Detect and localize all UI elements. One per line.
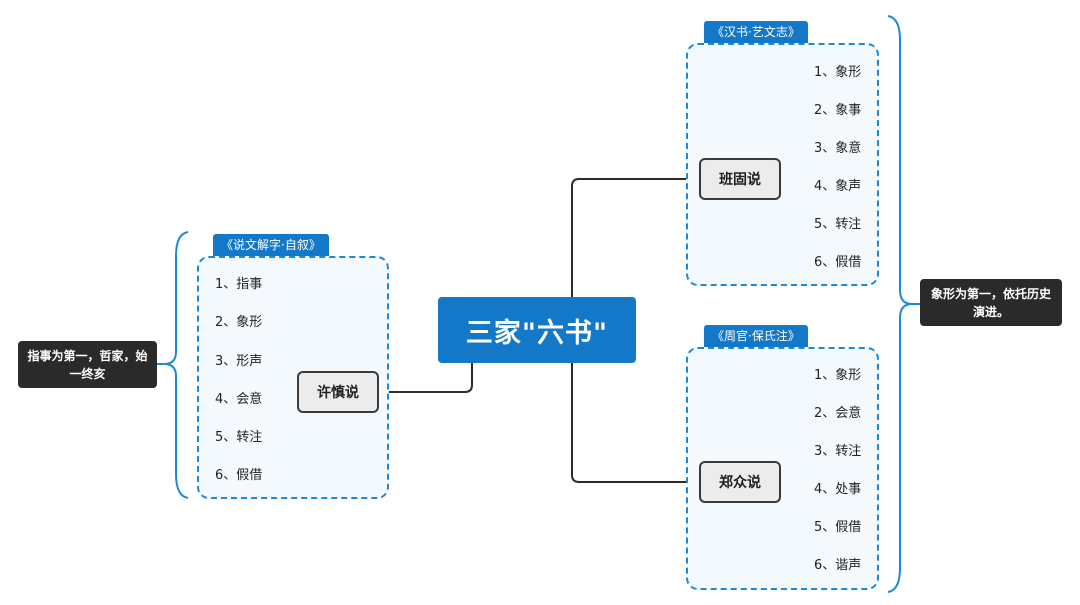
zheng-item-1[interactable]: 1、象形 bbox=[814, 368, 862, 383]
summary-note-left[interactable]: 指事为第一，哲家，始一终亥 bbox=[18, 341, 157, 388]
zheng-item-6[interactable]: 6、谐声 bbox=[814, 558, 862, 573]
zheng-item-3[interactable]: 3、转注 bbox=[814, 444, 862, 459]
ban-item-3[interactable]: 3、象意 bbox=[814, 141, 862, 156]
xu-item-6[interactable]: 6、假借 bbox=[215, 468, 263, 483]
xu-source-tag: 《说文解字·自叙》 bbox=[213, 234, 329, 256]
xu-item-1[interactable]: 1、指事 bbox=[215, 277, 263, 292]
connector-central-xu bbox=[379, 363, 473, 393]
branch-node-ban[interactable]: 班固说 bbox=[699, 158, 781, 200]
ban-item-6[interactable]: 6、假借 bbox=[814, 255, 862, 270]
central-topic[interactable]: 三家"六书" bbox=[438, 297, 636, 363]
ban-item-4[interactable]: 4、象声 bbox=[814, 179, 862, 194]
summary-note-right[interactable]: 象形为第一，依托历史演进。 bbox=[920, 279, 1062, 326]
zheng-item-2[interactable]: 2、会意 bbox=[814, 406, 862, 421]
zheng-source-tag: 《周官·保氏注》 bbox=[704, 325, 808, 347]
xu-item-2[interactable]: 2、象形 bbox=[215, 315, 263, 330]
ban-source-tag: 《汉书·艺文志》 bbox=[704, 21, 808, 43]
zheng-item-5[interactable]: 5、假借 bbox=[814, 520, 862, 535]
connector-central-ban bbox=[571, 178, 699, 297]
ban-item-5[interactable]: 5、转注 bbox=[814, 217, 862, 232]
left-brace bbox=[163, 231, 189, 499]
xu-item-3[interactable]: 3、形声 bbox=[215, 354, 263, 369]
ban-item-1[interactable]: 1、象形 bbox=[814, 65, 862, 80]
right-brace bbox=[887, 15, 913, 593]
connector-central-zheng bbox=[571, 363, 699, 483]
xu-item-4[interactable]: 4、会意 bbox=[215, 392, 263, 407]
branch-node-zheng[interactable]: 郑众说 bbox=[699, 461, 781, 503]
ban-item-2[interactable]: 2、象事 bbox=[814, 103, 862, 118]
xu-item-5[interactable]: 5、转注 bbox=[215, 430, 263, 445]
branch-node-xu[interactable]: 许慎说 bbox=[297, 371, 379, 413]
zheng-item-4[interactable]: 4、处事 bbox=[814, 482, 862, 497]
